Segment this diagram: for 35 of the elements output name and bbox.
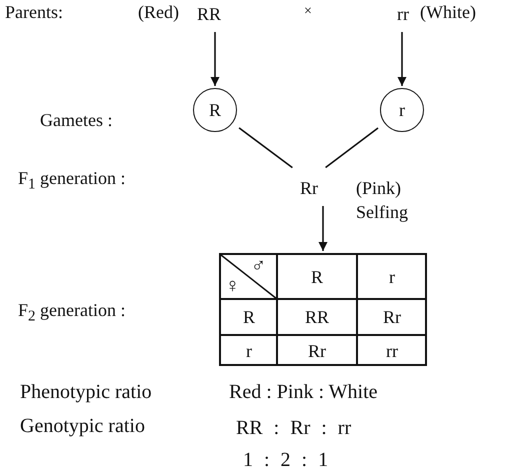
annotation-text: Selfing [356,202,408,222]
allele-text: R [311,268,323,286]
allele-text: RR [305,308,329,326]
allele-text: r [246,342,252,360]
connector-line [325,127,379,168]
allele-text: R [243,308,255,326]
punnett-square [219,253,427,366]
ratio-text: Red : Pink : White [229,382,378,402]
gamete-circle: r [380,88,424,132]
sex-symbol: ♂ [251,257,266,275]
row-label: Phenotypic ratio [20,382,152,402]
annotation-text: (White) [420,2,476,22]
row-label: Genotypic ratio [20,416,145,436]
arrow [318,206,328,251]
allele-text: rr [386,342,398,360]
genotype-label: rr [392,2,414,24]
sex-symbol: ♀ [225,277,240,295]
row-label: Gametes : [40,110,112,130]
allele-text: r [389,268,395,286]
cross-sign: × [304,3,312,21]
annotation-text: (Red) [138,2,179,22]
row-label: Parents: [5,2,63,22]
arrow [398,32,406,86]
gamete-circle: R [193,88,237,132]
genotype-label: Rr [294,162,324,198]
annotation-text: (Pink) [356,178,401,198]
allele-text: Rr [308,342,326,360]
genotype-label: RR [192,2,226,24]
ratio-text: 1 : 2 : 1 [243,450,328,470]
row-label: F$_{1}$ generation : [18,168,126,195]
row-label: F$_{2}$ generation : [18,300,126,327]
arrow [210,32,220,86]
ratio-text: RR : Rr : rr [236,418,352,438]
allele-text: Rr [383,308,401,326]
connector-line [238,127,293,168]
